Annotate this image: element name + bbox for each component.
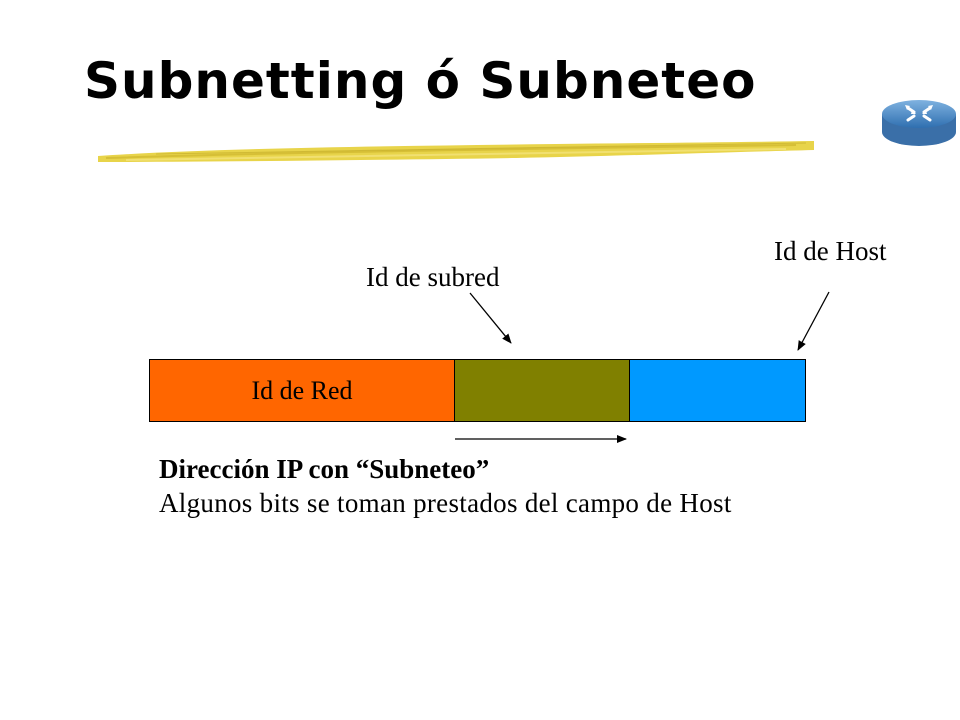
- subnet-id-label: Id de subred: [366, 262, 500, 292]
- host-pointer-arrow: [797, 291, 830, 351]
- host-id-label: Id de Host: [774, 236, 887, 266]
- subnet-pointer-arrow: [469, 292, 512, 344]
- caption: Dirección IP con “Subneteo” Algunos bits…: [159, 452, 732, 520]
- caption-text: Algunos bits se toman prestados del camp…: [159, 488, 732, 518]
- title-underline: [98, 141, 814, 162]
- network-id-segment: Id de Red: [149, 359, 455, 422]
- host-id-segment: [629, 359, 806, 422]
- slide-title: Subnetting ó Subneteo: [84, 52, 757, 110]
- subnet-id-segment: [454, 359, 630, 422]
- caption-heading: Dirección IP con “Subneteo”: [159, 454, 490, 484]
- router-icon: [882, 100, 956, 146]
